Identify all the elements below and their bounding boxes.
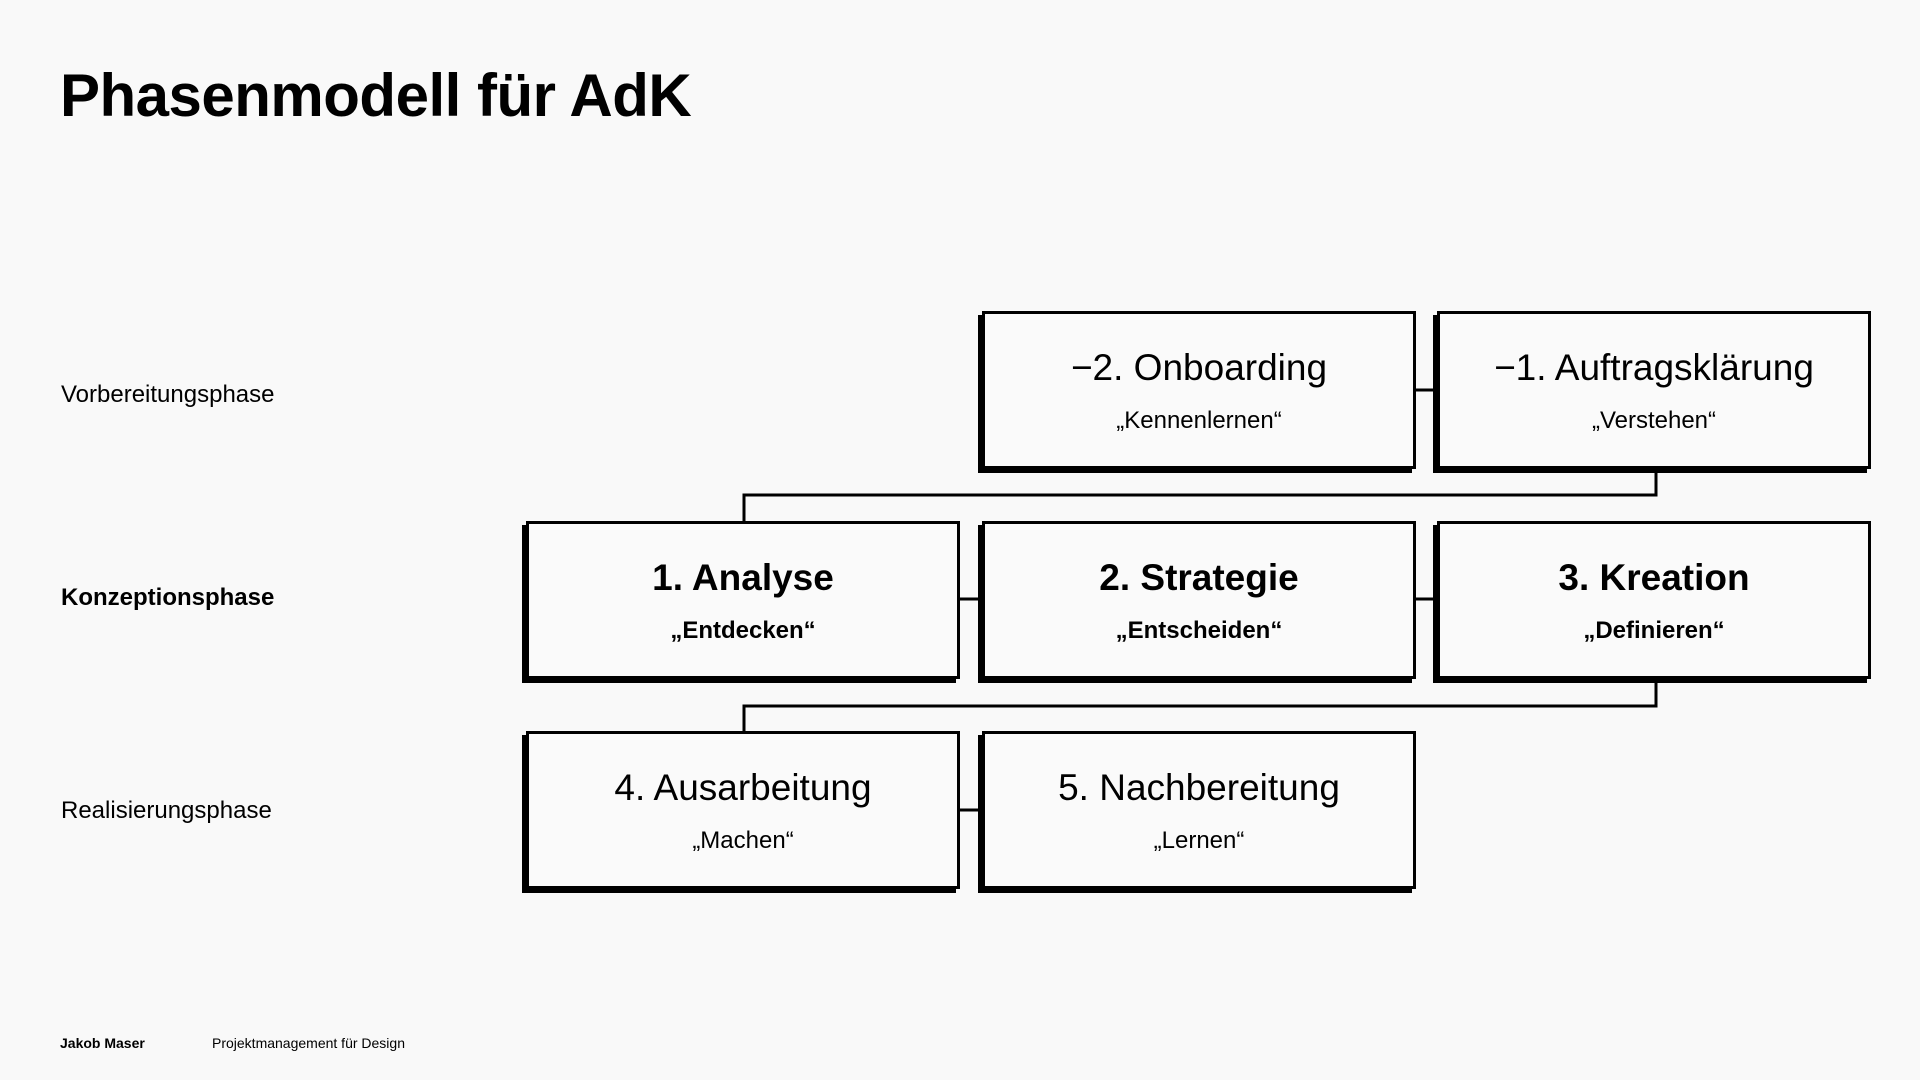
page-title: Phasenmodell für AdK xyxy=(60,62,692,129)
phase-subtitle: „Definieren“ xyxy=(1583,617,1725,644)
phase-box-onboarding: −2. Onboarding „Kennenlernen“ xyxy=(982,311,1416,469)
row-label-vorbereitung: Vorbereitungsphase xyxy=(61,381,275,408)
row-label-konzeption: Konzeptionsphase xyxy=(61,584,275,611)
phase-subtitle: „Entdecken“ xyxy=(670,617,816,644)
footer-course: Projektmanagement für Design xyxy=(212,1035,405,1051)
phase-title: −1. Auftragsklärung xyxy=(1494,347,1814,388)
row-label-realisierung: Realisierungsphase xyxy=(61,797,272,824)
phase-subtitle: „Machen“ xyxy=(692,827,794,854)
phase-subtitle: „Kennenlernen“ xyxy=(1116,407,1282,434)
phase-title: 2. Strategie xyxy=(1099,557,1299,598)
connector-auftrag-analyse xyxy=(742,470,1658,522)
phase-box-nachbereitung: 5. Nachbereitung „Lernen“ xyxy=(982,731,1416,889)
phase-box-auftragsklaerung: −1. Auftragsklärung „Verstehen“ xyxy=(1437,311,1871,469)
phase-title: −2. Onboarding xyxy=(1070,347,1328,388)
connector-kreation-ausarbeitung xyxy=(742,680,1658,732)
phase-subtitle: „Verstehen“ xyxy=(1591,407,1717,434)
phase-box-strategie: 2. Strategie „Entscheiden“ xyxy=(982,521,1416,679)
phase-title: 3. Kreation xyxy=(1558,557,1750,598)
phase-subtitle: „Entscheiden“ xyxy=(1115,617,1283,644)
phase-box-kreation: 3. Kreation „Definieren“ xyxy=(1437,521,1871,679)
phase-title: 4. Ausarbeitung xyxy=(614,767,872,808)
phase-title: 1. Analyse xyxy=(652,557,834,598)
phase-subtitle: „Lernen“ xyxy=(1153,827,1245,854)
phase-box-analyse: 1. Analyse „Entdecken“ xyxy=(526,521,960,679)
footer-author: Jakob Maser xyxy=(60,1035,145,1051)
phase-box-ausarbeitung: 4. Ausarbeitung „Machen“ xyxy=(526,731,960,889)
phase-title: 5. Nachbereitung xyxy=(1058,767,1340,808)
